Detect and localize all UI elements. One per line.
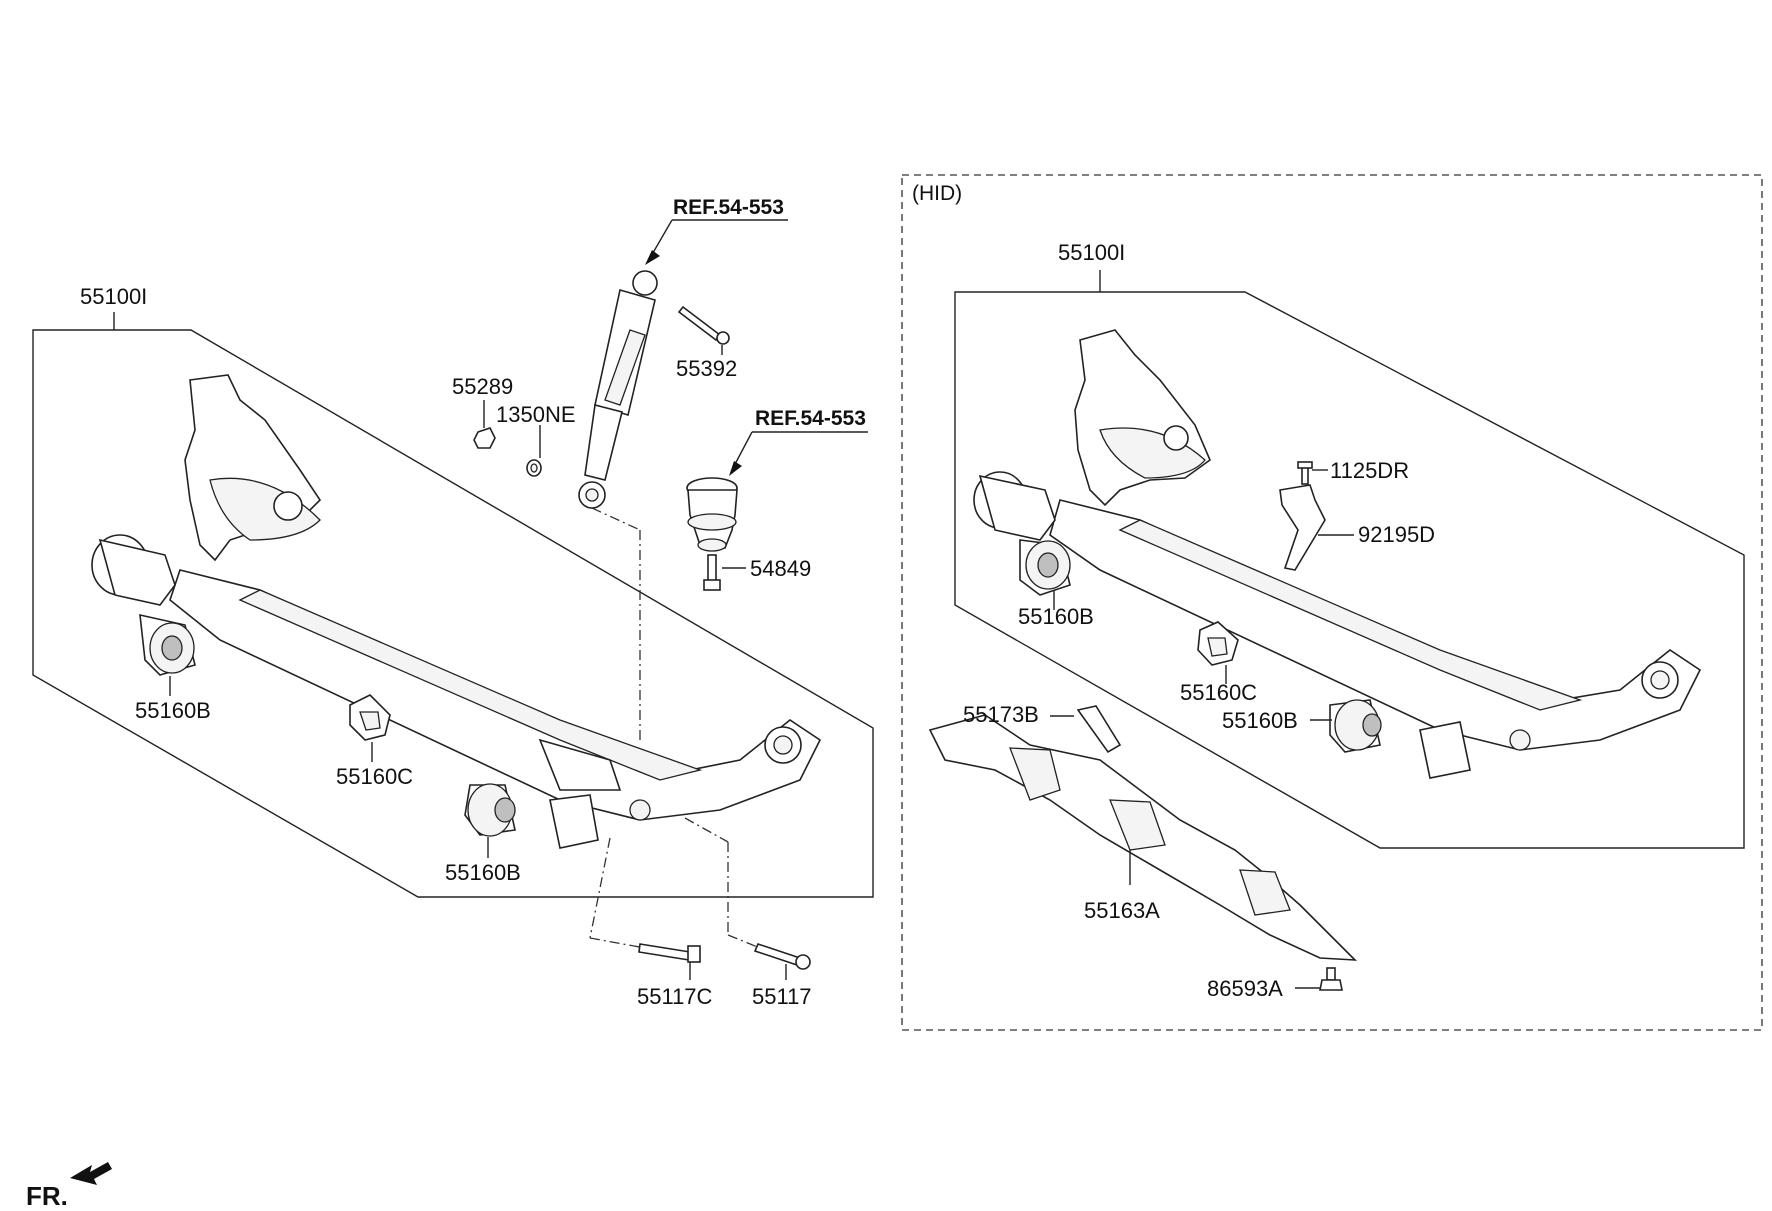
- ref-bumper-arrow: [729, 461, 742, 476]
- hid-dashed-frame: [901, 174, 1763, 1031]
- label-55392: 55392: [676, 356, 737, 381]
- label-ref-bumper: REF.54-553: [755, 407, 866, 430]
- hid-torsion-beam: [1049, 329, 1702, 751]
- label-hid-bracket: 55160C: [1180, 680, 1257, 705]
- bump-stopper: [686, 477, 738, 552]
- label-left-assembly: 55100I: [80, 284, 147, 309]
- shock-mount-dash-a: [591, 507, 641, 531]
- screw-1125dr: [1297, 461, 1313, 485]
- hid-bushing-right: [1329, 699, 1471, 779]
- hid-pivot-housing: [973, 471, 1056, 541]
- ref-bumper-leader: [732, 431, 753, 469]
- label-54849: 54849: [750, 556, 811, 581]
- hid-bracket-55160c: [1197, 621, 1239, 666]
- label-left-bracket: 55160C: [336, 764, 413, 789]
- label-hid-bushing-b: 55160B: [1222, 708, 1298, 733]
- nut-55289: [473, 427, 496, 449]
- label-55117c: 55117C: [637, 984, 713, 1009]
- ref-shock-arrow: [645, 250, 660, 265]
- hid-assembly-frame: [954, 291, 1745, 849]
- label-hid-assembly: 55100I: [1058, 240, 1125, 265]
- under-cover-55163a: [928, 714, 1358, 961]
- label-1125dr: 1125DR: [1330, 458, 1409, 483]
- shock-absorber-group: [473, 219, 788, 740]
- front-indicator-group: [70, 1162, 112, 1185]
- shock-absorber: [578, 270, 658, 509]
- left-pivot-housing: [91, 534, 176, 606]
- left-torsion-beam: [169, 374, 822, 821]
- bolt-54849: [703, 554, 721, 591]
- left-bushing-upper: [139, 613, 196, 676]
- label-92195d: 92195D: [1358, 522, 1435, 547]
- bolt-55392: [677, 305, 730, 345]
- left-assembly-group: [32, 312, 874, 898]
- label-55173b: 55173B: [963, 702, 1039, 727]
- bump-stopper-group: [686, 431, 868, 591]
- hid-variant-group: [901, 174, 1763, 1031]
- arrow-icon: [70, 1162, 112, 1185]
- label-hid-bushing-a: 55160B: [1018, 604, 1094, 629]
- clip-55173b: [1076, 705, 1122, 754]
- left-assembly-frame: [32, 329, 874, 898]
- hid-bushing-upper: [1019, 539, 1071, 596]
- bracket-92195d: [1279, 484, 1326, 571]
- label-86593a: 86593A: [1207, 976, 1283, 1001]
- label-ref-shock: REF.54-553: [673, 196, 784, 219]
- bolt-55117: [753, 943, 811, 970]
- left-bushing-lower: [464, 783, 599, 849]
- bolt-55117c: [638, 943, 701, 963]
- label-front: FR.: [26, 1181, 68, 1211]
- lower-bolts-group: [589, 817, 811, 980]
- left-bracket-55160c: [349, 694, 391, 741]
- clip-86593a: [1319, 967, 1343, 991]
- dash-55117-a: [684, 817, 729, 843]
- dash-55117c-a: [589, 837, 611, 939]
- label-left-bushing-a: 55160B: [135, 698, 211, 723]
- label-55163a: 55163A: [1084, 898, 1160, 923]
- label-55289: 55289: [452, 374, 513, 399]
- dash-55117c-b: [589, 937, 646, 949]
- label-55117: 55117: [752, 984, 812, 1009]
- washer-1350ne: [526, 459, 542, 477]
- label-left-bushing-b: 55160B: [445, 860, 521, 885]
- label-1350ne: 1350NE: [496, 402, 576, 427]
- dash-55117-c: [727, 934, 761, 949]
- label-hid-variant: (HID): [912, 182, 962, 205]
